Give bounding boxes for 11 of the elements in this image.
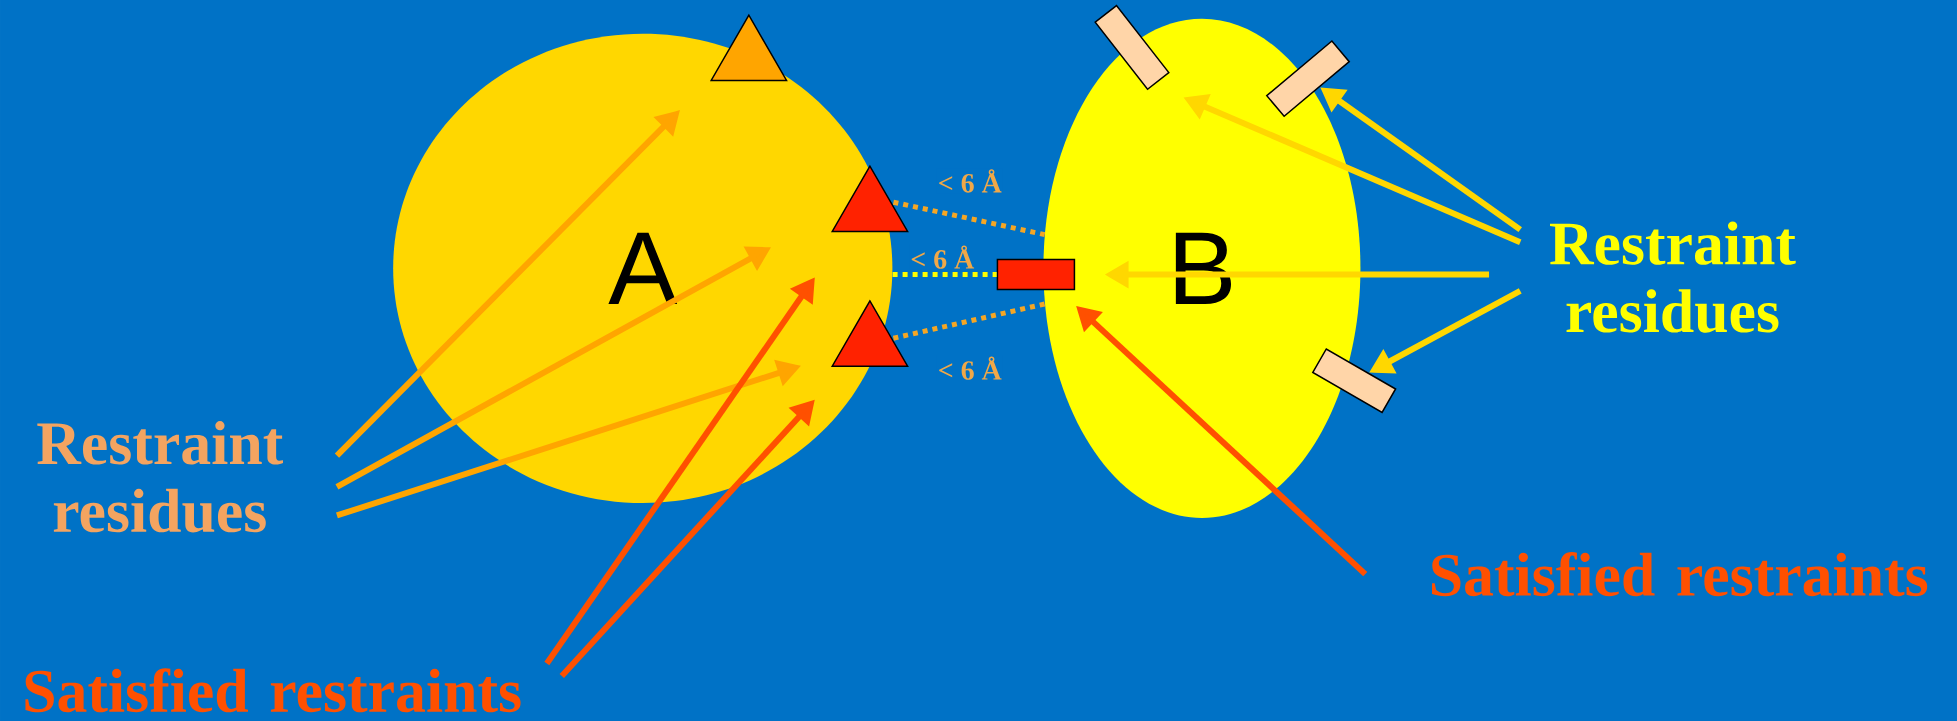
- residue-block: [996, 258, 1076, 291]
- dotted-distance-line: [892, 301, 1046, 341]
- dotted-distance-line: [892, 271, 997, 277]
- dotted-distance-line: [892, 199, 1046, 237]
- edge-label: < 6 Å: [936, 168, 1003, 194]
- callout-text: Satisfied restraints: [25, 667, 521, 713]
- callout-text: Satisfied restraints: [1432, 551, 1928, 596]
- callout-text: Restraint residues: [37, 420, 283, 533]
- edge-label: < 6 Å: [909, 244, 976, 270]
- callout-text: Restraint residues: [1550, 221, 1796, 333]
- ellipse-region: A: [393, 33, 893, 503]
